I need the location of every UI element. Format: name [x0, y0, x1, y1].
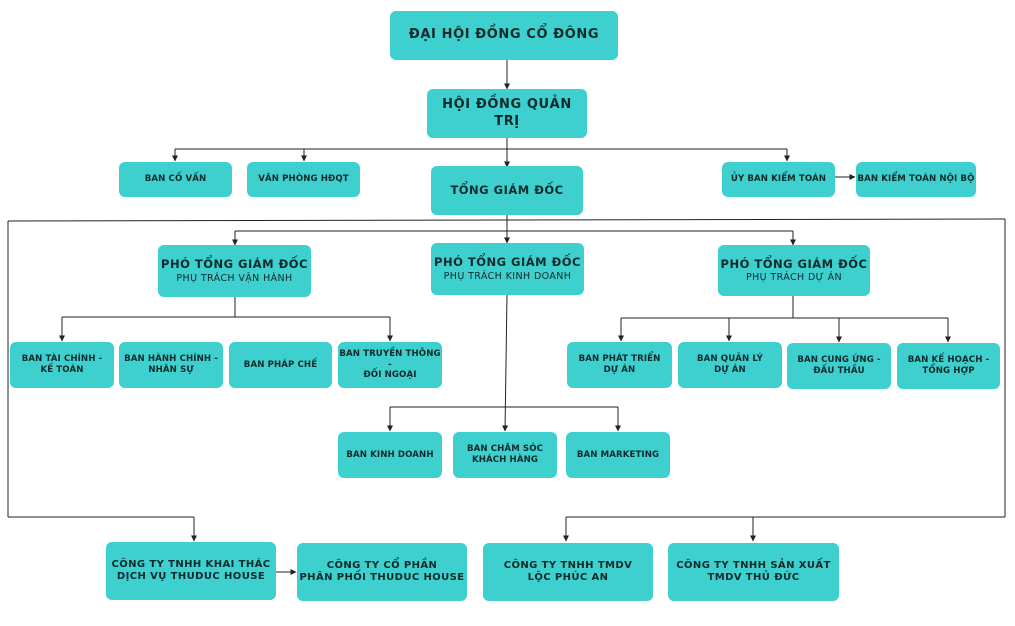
node-subsidiary-loc-phuc-an: CÔNG TY TNHH TMDV LỘC PHÚC AN	[483, 543, 653, 601]
node-audit-committee: ỦY BAN KIỂM TOÁN	[722, 162, 835, 197]
node-general-director: TỔNG GIÁM ĐỐC	[431, 166, 583, 215]
node-title: ỦY BAN KIỂM TOÁN	[730, 174, 827, 185]
node-title: VĂN PHÒNG HĐQT	[258, 174, 349, 185]
node-project-management: BAN QUẢN LÝ DỰ ÁN	[678, 342, 782, 388]
node-line-1: BAN CHĂM SÓC	[466, 444, 544, 455]
node-shareholders-meeting: ĐẠI HỘI ĐỒNG CỔ ĐÔNG	[390, 11, 618, 60]
node-line-1: BAN CUNG ỨNG -	[797, 355, 881, 366]
node-procurement: BAN CUNG ỨNG - ĐẤU THẦU	[787, 343, 891, 389]
node-title: BAN CỐ VẤN	[144, 174, 207, 185]
node-subtitle: PHỤ TRÁCH VẬN HÀNH	[176, 272, 293, 284]
node-line-2: KẾ TOÁN	[40, 365, 84, 375]
node-legal: BAN PHÁP CHẾ	[229, 342, 332, 388]
node-line-2: LỘC PHÚC AN	[527, 572, 609, 583]
node-title: HỘI ĐỒNG QUẢN TRỊ	[442, 97, 572, 129]
node-title: BAN KINH DOANH	[346, 449, 434, 460]
node-subtitle: PHỤ TRÁCH KINH DOANH	[443, 270, 572, 282]
node-line-2: ĐẤU THẦU	[813, 366, 865, 376]
node-subsidiary-distribution: CÔNG TY CỔ PHẦN PHÂN PHỐI THUDUC HOUSE	[297, 543, 467, 601]
node-title: PHÓ TỔNG GIÁM ĐỐC	[161, 257, 308, 272]
node-project-development: BAN PHÁT TRIỂN DỰ ÁN	[567, 342, 672, 388]
node-admin-hr: BAN HÀNH CHÍNH - NHÂN SỰ	[119, 342, 223, 388]
node-title: BAN KIỂM TOÁN NỘI BỘ	[857, 174, 975, 185]
node-deputy-operations: PHÓ TỔNG GIÁM ĐỐC PHỤ TRÁCH VẬN HÀNH	[158, 245, 311, 297]
node-subsidiary-exploitation: CÔNG TY TNHH KHAI THÁC DỊCH VỤ THUDUC HO…	[106, 542, 276, 600]
node-line-2: DỰ ÁN	[603, 365, 636, 375]
node-line-2: NHÂN SỰ	[148, 365, 194, 375]
node-title: PHÓ TỔNG GIÁM ĐỐC	[434, 255, 581, 270]
node-line-1: BAN TÀI CHÍNH -	[21, 354, 103, 365]
node-subsidiary-manufacturing: CÔNG TY TNHH SẢN XUẤT TMDV THỦ ĐỨC	[668, 543, 839, 601]
node-line-1: CÔNG TY TNHH KHAI THÁC	[111, 558, 271, 570]
node-title: TỔNG GIÁM ĐỐC	[450, 183, 564, 198]
node-line-2: TMDV THỦ ĐỨC	[707, 572, 800, 583]
node-customer-care: BAN CHĂM SÓC KHÁCH HÀNG	[453, 432, 557, 478]
node-line-1: BAN TRUYỀN THÔNG -	[339, 348, 441, 370]
node-finance-accounting: BAN TÀI CHÍNH - KẾ TOÁN	[10, 342, 114, 388]
node-line-1: CÔNG TY CỔ PHẦN	[326, 559, 438, 571]
node-line-1: BAN PHÁT TRIỂN	[578, 354, 661, 365]
node-line-1: CÔNG TY TNHH TMDV	[503, 559, 633, 571]
node-title: BAN MARKETING	[576, 449, 660, 460]
node-internal-audit: BAN KIỂM TOÁN NỘI BỘ	[856, 162, 976, 197]
node-subtitle: PHỤ TRÁCH DỰ ÁN	[745, 272, 843, 284]
node-title: ĐẠI HỘI ĐỒNG CỔ ĐÔNG	[408, 27, 600, 43]
node-line-1: BAN QUẢN LÝ	[697, 354, 763, 365]
node-communications: BAN TRUYỀN THÔNG - ĐỐI NGOẠI	[338, 342, 442, 388]
node-line-2: PHÂN PHỐI THUDUC HOUSE	[299, 572, 465, 583]
node-advisory-board: BAN CỐ VẤN	[119, 162, 232, 197]
node-sales: BAN KINH DOANH	[338, 432, 442, 478]
node-line-2: DỊCH VỤ THUDUC HOUSE	[116, 571, 266, 582]
node-line-2: ĐỐI NGOẠI	[363, 370, 417, 381]
node-deputy-sales: PHÓ TỔNG GIÁM ĐỐC PHỤ TRÁCH KINH DOANH	[431, 243, 584, 295]
node-line-2: TỔNG HỢP	[922, 366, 975, 376]
node-planning: BAN KẾ HOẠCH - TỔNG HỢP	[897, 343, 1000, 389]
node-board-office: VĂN PHÒNG HĐQT	[247, 162, 360, 197]
node-line-1: BAN KẾ HOẠCH -	[907, 355, 990, 366]
node-line-1: CÔNG TY TNHH SẢN XUẤT	[676, 559, 831, 571]
node-title: PHÓ TỔNG GIÁM ĐỐC	[720, 256, 868, 271]
node-line-2: KHÁCH HÀNG	[471, 455, 539, 465]
node-title: BAN PHÁP CHẾ	[243, 359, 318, 370]
node-deputy-projects: PHÓ TỔNG GIÁM ĐỐC PHỤ TRÁCH DỰ ÁN	[718, 245, 870, 296]
node-line-1: BAN HÀNH CHÍNH -	[124, 354, 218, 365]
node-board-of-directors: HỘI ĐỒNG QUẢN TRỊ	[427, 89, 587, 138]
node-marketing: BAN MARKETING	[566, 432, 670, 478]
node-line-2: DỰ ÁN	[714, 365, 746, 375]
